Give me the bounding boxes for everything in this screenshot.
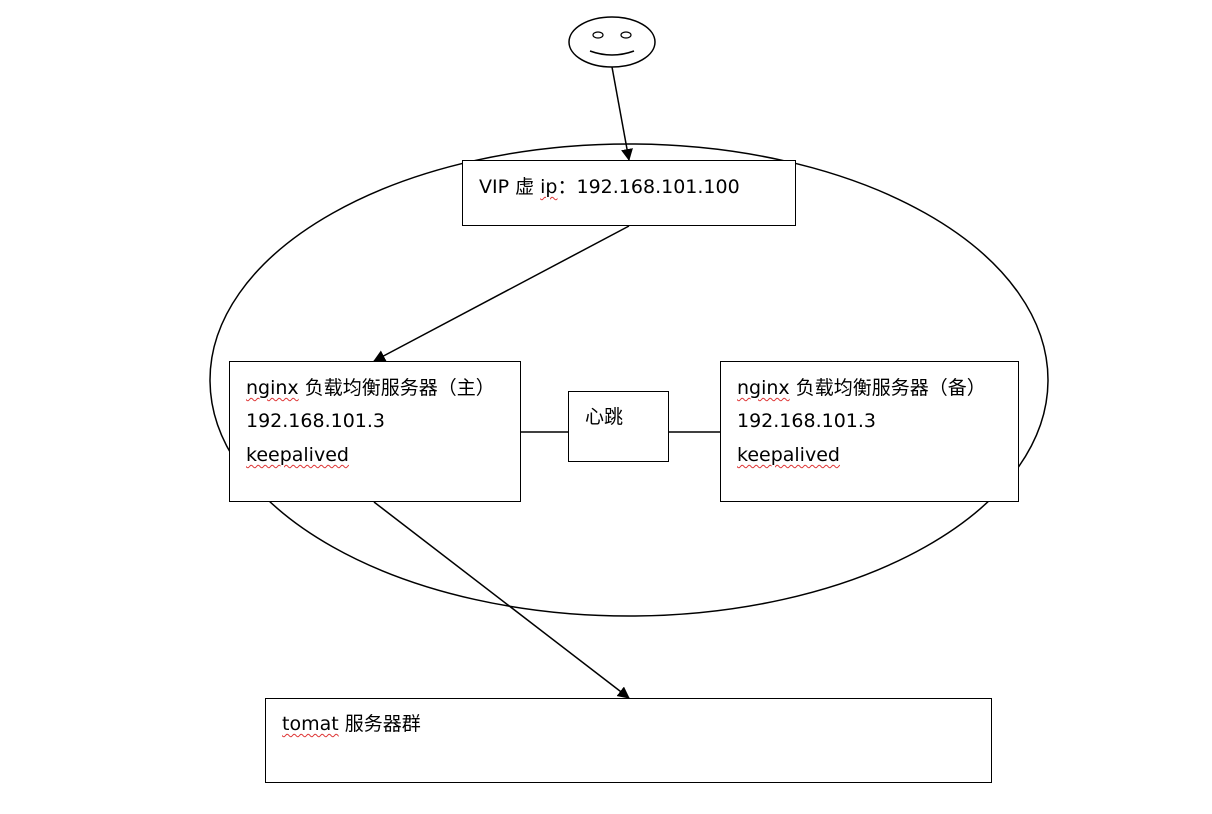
tomcat-cluster-title: tomat 服务器群 — [282, 712, 421, 736]
nginx-master-title: nginx 负载均衡服务器（主） — [246, 376, 495, 400]
nginx-master-software: keepalived — [246, 444, 349, 466]
user-smiley-icon — [568, 16, 656, 68]
vip-to-master-arrow — [373, 225, 630, 362]
nginx-backup-name-cn: 负载均衡服务器（备） — [789, 377, 986, 399]
nginx-master-ip: 192.168.101.3 — [246, 410, 386, 432]
user-to-vip-arrow — [611, 66, 633, 161]
nginx-backup-title: nginx 负载均衡服务器（备） — [737, 376, 986, 400]
nginx-backup-ip: 192.168.101.3 — [737, 410, 877, 432]
nginx-backup-box: nginx 负载均衡服务器（备） 192.168.101.3 keepalive… — [720, 361, 1019, 502]
vip-box: VIP 虚 ip：192.168.101.100 — [462, 160, 796, 226]
nginx-backup-name-en: nginx — [737, 377, 790, 399]
heartbeat-box: 心跳 — [568, 391, 669, 462]
vip-label: VIP 虚 ip：192.168.101.100 — [479, 175, 740, 199]
nginx-master-box: nginx 负载均衡服务器（主） 192.168.101.3 keepalive… — [229, 361, 521, 502]
nginx-master-name-en: nginx — [246, 377, 299, 399]
vip-prefix: VIP 虚 — [479, 176, 535, 198]
vip-address: ：192.168.101.100 — [557, 176, 740, 198]
master-to-tomcat-arrow — [373, 501, 630, 699]
heartbeat-label: 心跳 — [585, 406, 624, 428]
tomcat-name-cn: 服务器群 — [338, 713, 421, 735]
nginx-master-name-cn: 负载均衡服务器（主） — [298, 377, 495, 399]
tomcat-cluster-box: tomat 服务器群 — [265, 698, 992, 783]
tomcat-name-en: tomat — [282, 713, 339, 735]
cluster-boundary-ellipse — [209, 143, 1049, 617]
nginx-backup-software: keepalived — [737, 444, 840, 466]
vip-ip-word: ip — [540, 176, 558, 198]
